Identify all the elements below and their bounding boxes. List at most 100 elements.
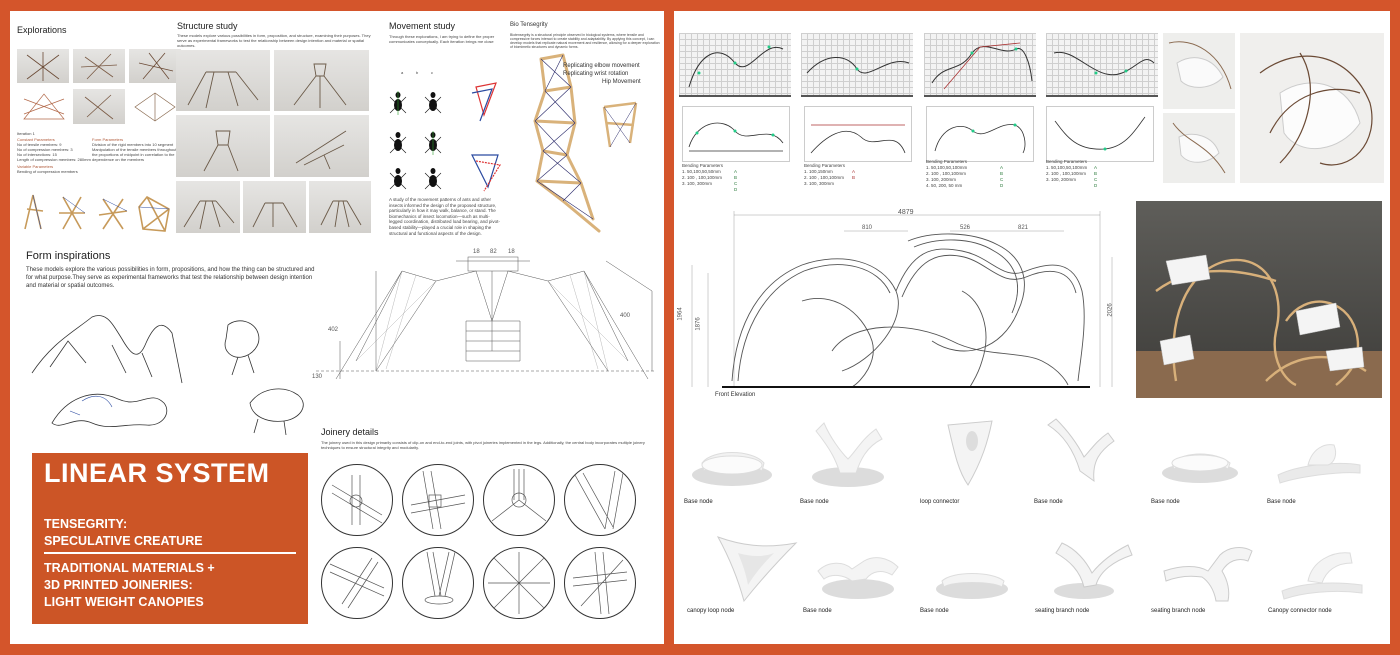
- node-caption: Base node: [920, 608, 949, 614]
- node-caption: Base node: [1034, 499, 1063, 505]
- bending-param-line: 1. 100,150mm: [804, 169, 833, 174]
- structure-photo: [274, 115, 369, 177]
- banner-subtitle-1: TENSEGRITY: SPECULATIVE CREATURE: [44, 517, 203, 548]
- exploration-sketch: [129, 89, 181, 124]
- dim-total-width: 4879: [898, 209, 914, 216]
- bending-param-line: 4. 50, 200, 50 mm: [926, 183, 963, 188]
- exploration-photo: [73, 89, 125, 124]
- bending-key: D: [1000, 183, 1004, 188]
- dim-b: 526: [960, 225, 971, 231]
- base-node-render: [682, 415, 782, 495]
- bending-key: C: [1094, 177, 1098, 182]
- structure-photo: [176, 50, 270, 111]
- node-caption: Base node: [1267, 499, 1296, 505]
- dim-top-a: 18: [473, 249, 480, 255]
- explorations-title: Explorations: [17, 25, 67, 35]
- bending-param-line: 3. 100, 200mm: [926, 177, 957, 182]
- bio-tensegrity-title: Bio Tensegrity: [510, 22, 548, 28]
- bending-param-line: 2. 100 , 100,100mm: [804, 175, 845, 180]
- form-inspirations-text: These models explore the various possibi…: [26, 267, 315, 289]
- structure-photo: [176, 181, 240, 233]
- exploration-photo: [17, 49, 69, 83]
- bending-key: B: [852, 175, 856, 180]
- node-caption: Base node: [800, 499, 829, 505]
- banner-title: LINEAR SYSTEM: [44, 458, 270, 488]
- bending-params-head: Bending Parameters: [1046, 159, 1088, 164]
- canopy-loop-node-render: [704, 519, 804, 607]
- joinery-detail-circle: [564, 547, 636, 619]
- base-node-render: [1034, 411, 1124, 495]
- variable-params-head: Variable Parameters: [17, 164, 54, 169]
- movement-label-a: a: [401, 70, 404, 75]
- movement-study-body: A study of the movement patterns of ants…: [389, 197, 500, 236]
- joinery-detail-circle: [483, 547, 555, 619]
- bio-label-wrist: Replicating wrist rotation: [563, 71, 629, 77]
- hip-model: [596, 97, 646, 157]
- base-node-render: [796, 411, 896, 495]
- base-node-render: [922, 535, 1022, 607]
- node-caption: Base node: [1151, 499, 1180, 505]
- front-elevation-drawing: [682, 201, 1132, 397]
- bio-label-hip: Hip Movement: [602, 79, 641, 85]
- movement-label-c: c: [431, 70, 433, 75]
- exploration-photo: [73, 49, 125, 83]
- dim-height-inner: 1876: [695, 317, 702, 331]
- joinery-text: The joinery used in this design primaril…: [321, 440, 645, 450]
- node-caption: Canopy connector node: [1268, 608, 1332, 614]
- node-caption: loop connector: [920, 499, 960, 505]
- loop-connector-render: [918, 411, 1008, 495]
- constant-params-head: Constant Parameters: [17, 137, 55, 142]
- iteration-label: Iteration 1: [17, 131, 35, 136]
- bending-key: D: [1094, 183, 1098, 188]
- bending-diagram: [682, 106, 790, 162]
- node-caption: canopy loop node: [687, 608, 735, 614]
- form-params-text: Division of the rigid members into 10 se…: [92, 142, 177, 162]
- joinery-detail-circle: [564, 464, 636, 536]
- ant-movement-diagram: [388, 69, 508, 194]
- project-title-banner: LINEAR SYSTEM TENSEGRITY: SPECULATIVE CR…: [32, 453, 308, 624]
- base-node-render: [1268, 415, 1368, 495]
- dim-a: 810: [862, 225, 873, 231]
- bending-diagram: [926, 106, 1034, 162]
- canopy-photo: [1163, 33, 1235, 109]
- joinery-title: Joinery details: [321, 427, 379, 437]
- bending-param-line: 3. 100, 300mm: [804, 181, 835, 186]
- bending-study-photo: [924, 33, 1036, 97]
- movement-study-title: Movement study: [389, 21, 456, 31]
- dim-height-right: 2026: [1107, 303, 1114, 317]
- bending-key: B: [1094, 171, 1098, 176]
- movement-label-b: b: [416, 70, 419, 75]
- banner-divider: [44, 552, 296, 554]
- node-caption: seating branch node: [1151, 608, 1206, 614]
- dim-c: 821: [1018, 225, 1029, 231]
- canopy-photo-large: [1240, 33, 1384, 183]
- constant-params-text: No of tensile members: 9 No of compressi…: [17, 142, 91, 162]
- structure-photo: [274, 50, 369, 111]
- movement-study-text: Through these explorations, I am trying …: [389, 34, 495, 44]
- dim-base: 130: [312, 374, 323, 380]
- structure-photo: [309, 181, 371, 233]
- form-inspirations-title: Form inspirations: [26, 250, 111, 262]
- seating-branch-node-render: [1044, 531, 1144, 607]
- bending-key: A: [1000, 165, 1004, 170]
- canopy-photo: [1163, 113, 1235, 183]
- bending-param-line: 1. 50,100,50,100mm: [926, 165, 968, 170]
- bending-study-photo: [679, 33, 791, 97]
- structure-study-text: These models explore various possibiliti…: [177, 33, 371, 48]
- bending-param-line: 1. 50,100,50,50mm: [682, 169, 721, 174]
- joinery-detail-circle: [321, 464, 393, 536]
- bending-study-photo: [801, 33, 913, 97]
- bending-diagram: [1046, 106, 1154, 162]
- base-node-render: [808, 531, 908, 607]
- seating-branch-node-render: [1158, 531, 1258, 607]
- node-caption: Base node: [684, 499, 713, 505]
- dim-height-outer: 1964: [677, 307, 684, 321]
- creature-elevation-drawing: [316, 251, 656, 391]
- dim-left: 402: [328, 327, 339, 333]
- bending-key: B: [1000, 171, 1004, 176]
- bending-key: A: [734, 169, 738, 174]
- joinery-detail-circle: [402, 464, 474, 536]
- base-node-render: [1150, 415, 1250, 495]
- dim-top-c: 18: [508, 249, 515, 255]
- exploration-photo: [129, 49, 181, 83]
